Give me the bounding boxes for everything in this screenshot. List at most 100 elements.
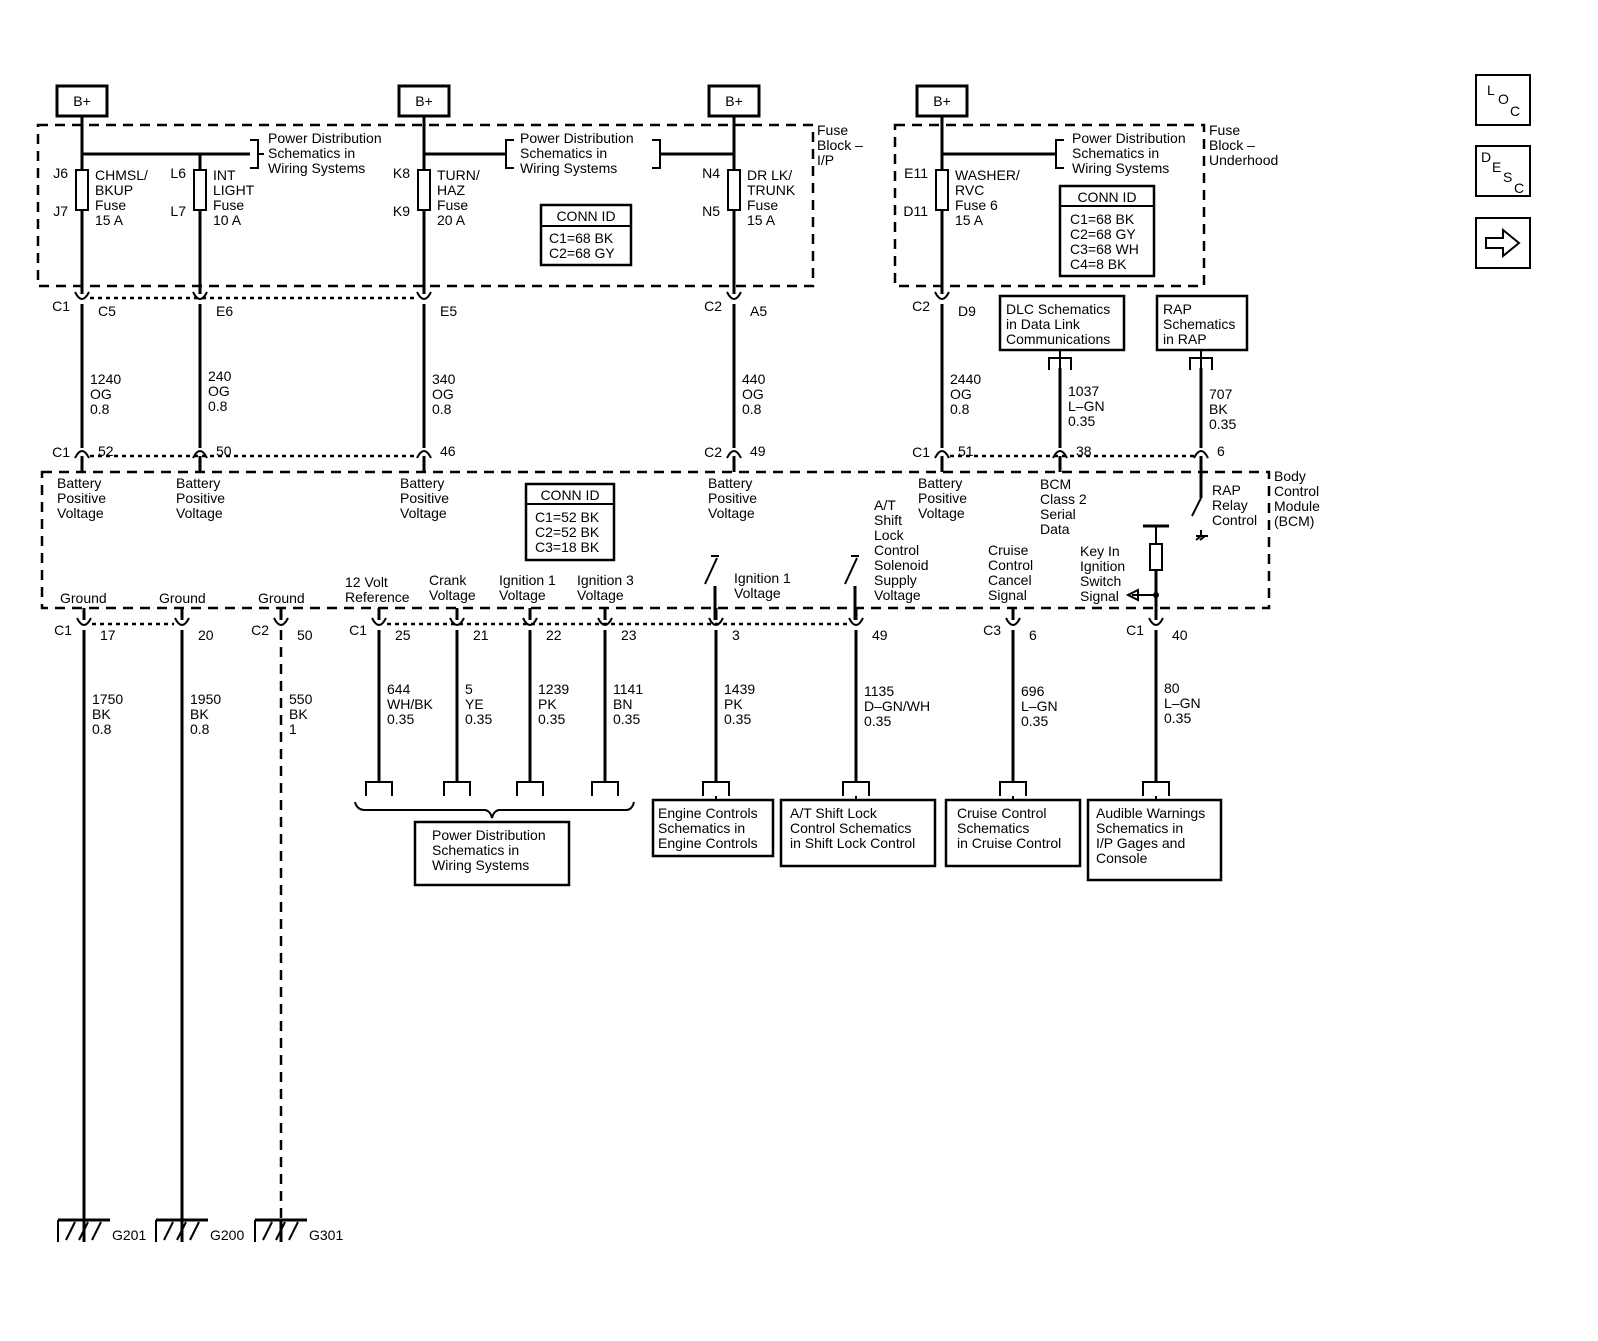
fuse-block-ip-label: Fuse [817,122,848,138]
shift-lock-ref-box-text: A/T Shift Lock [790,805,878,821]
bcm-pin-function: BCM [1040,476,1071,492]
bcm-pin-function: Switch [1080,573,1121,589]
bcm-pin-function: Cancel [988,572,1032,588]
bcm-pin-function: Ignition 1 [499,572,556,588]
wire-label: 0.35 [1164,710,1191,726]
bracket [505,139,514,169]
bcm-pin-function: Voltage [499,587,546,603]
ground-g301: G301 [309,1227,343,1243]
harness-connector [1048,357,1072,370]
connector-id: C2 [704,444,722,460]
desc-button[interactable] [1475,145,1531,197]
ground-symbol [262,1221,273,1241]
wire-label: BK [190,706,209,722]
bcm-pin-function: Voltage [918,505,965,521]
fuse-cavity-label: L6 [170,165,186,181]
harness-connector [1189,357,1213,370]
wire-label: 80 [1164,680,1180,696]
bcm-pin-function: Battery [918,475,962,491]
fuse-output-connector [934,291,950,300]
wire-label: 240 [208,368,232,384]
conn-id-line: C1=52 BK [535,509,600,525]
fuse-name: 20 A [437,212,466,228]
wire-label: WH/BK [387,696,434,712]
wire-label: 0.35 [1021,713,1048,729]
connector-pin: 49 [750,443,766,459]
next-page-button[interactable] [1475,217,1531,269]
pd-ref-2: Power Distribution [520,130,634,146]
audible-warnings-ref-box-text: I/P Gages and [1096,835,1185,851]
fuse-name: INT [213,167,236,183]
brace [354,801,635,819]
rap-ref-box-text: RAP [1163,301,1192,317]
bcm-module-outline [40,470,1271,610]
bcm-pin-function: Voltage [874,587,921,603]
connector-id: C1 [1126,622,1144,638]
wire-label: 0.35 [864,713,891,729]
ground-g201: G201 [112,1227,146,1243]
bcm-output-connector [1005,617,1021,626]
wire-label: 1239 [538,681,569,697]
fuse-cavity-label: J6 [53,165,68,181]
arrow-right-icon [1485,227,1521,259]
bcm-pin-function: Relay [1212,497,1248,513]
connector-id: C2 [251,622,269,638]
wire-label: 0.35 [1068,413,1095,429]
dlc-ref-box [998,294,1126,352]
ground-symbol [163,1221,174,1241]
fuse-name: BKUP [95,182,133,198]
connector-pin: 50 [297,627,313,643]
bcm-pin-function: Voltage [734,585,781,601]
bcm-pin-function: Key In [1080,543,1120,559]
engine-controls-ref-box [651,798,775,858]
wire-label: 550 [289,691,313,707]
loc-button[interactable] [1475,74,1531,126]
conn-id-line: C3=68 WH [1070,241,1139,257]
wire-label: 0.35 [1209,416,1236,432]
ground-symbol [91,1221,102,1241]
pd-ref-box-text: Power Distribution [432,827,546,843]
bcm-pin-function: Crank [429,572,467,588]
cruise-control-ref-box [944,798,1082,868]
signal-arrow [1125,588,1139,602]
bcm-output-connector [449,617,465,626]
bcm-pin-function: Class 2 [1040,491,1087,507]
bcm-pin-function: Shift [874,512,902,528]
conn-id-line: C2=68 GY [1070,226,1136,242]
fuse-output-connector [416,291,432,300]
bcm-output-connector [273,617,289,626]
wire-label: 0.35 [387,711,414,727]
pd-ref-box-text: Schematics in [432,842,519,858]
pd-ref-3: Power Distribution [1072,130,1186,146]
wire-label: 644 [387,681,411,697]
fuse-block-ip-label: I/P [817,152,834,168]
bcm-pin-function: Voltage [429,587,476,603]
connector-pin: E6 [216,303,233,319]
fuse-element [935,169,949,211]
bracket [1055,139,1064,169]
ignition-switch [704,557,718,585]
bcm-pin-function: Battery [400,475,444,491]
ground-symbol [65,1221,76,1241]
bcm-input-connector [1193,450,1209,459]
wire-label: BK [1209,401,1228,417]
bcm-output-connector [174,617,190,626]
pd-ref-1: Schematics in [268,145,355,161]
bracket [652,139,661,169]
ground-symbol [275,1221,286,1241]
bcm-pin-function: Control [988,557,1033,573]
bcm-pin-function: Ignition [1080,558,1125,574]
harness-connector [702,781,730,796]
bcm-pin-function: Voltage [400,505,447,521]
wire [1199,535,1206,541]
connector-pin: 6 [1029,627,1037,643]
connector-pin: 3 [732,627,740,643]
junction-dot [1153,592,1159,598]
connector-id: C1 [54,622,72,638]
bracket [250,139,259,169]
conn-id-box-ip [539,203,633,267]
fuse-output-connector [192,291,208,300]
connector-pin: 23 [621,627,637,643]
fuse-name: CHMSL/ [95,167,148,183]
audible-warnings-ref-box [1086,798,1223,882]
